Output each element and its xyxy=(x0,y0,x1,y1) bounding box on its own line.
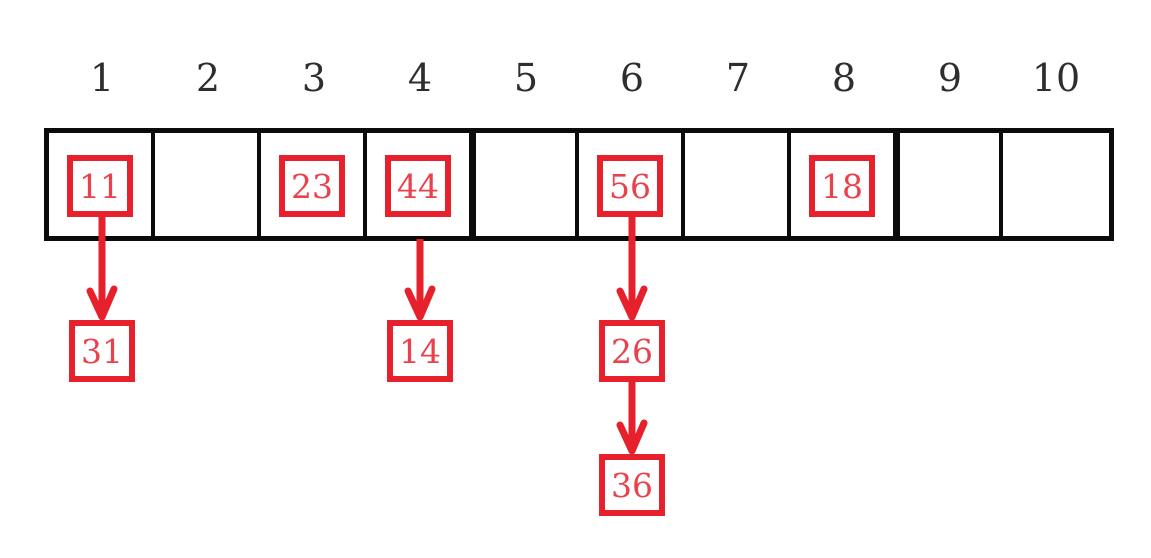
chain-node: 31 xyxy=(69,320,135,382)
slot-index-label: 10 xyxy=(1031,56,1081,100)
array-cell-3: 23 xyxy=(261,133,367,236)
array-cell-8: 18 xyxy=(791,133,897,236)
chain-node: 14 xyxy=(387,320,453,382)
chain-node: 26 xyxy=(599,320,665,382)
value-box: 11 xyxy=(67,155,133,217)
array-cell-1: 11 xyxy=(49,133,155,236)
slot-index-label: 8 xyxy=(831,56,857,100)
value-box: 18 xyxy=(809,155,875,217)
slot-index-label: 3 xyxy=(301,56,327,100)
value-box: 44 xyxy=(385,155,451,217)
array-cell-7 xyxy=(685,133,791,236)
array-cell-2 xyxy=(155,133,261,236)
slot-index-label: 6 xyxy=(619,56,645,100)
array-cell-6: 56 xyxy=(579,133,685,236)
slot-index-label: 2 xyxy=(195,56,221,100)
slot-index-label: 9 xyxy=(937,56,963,100)
slot-index-label: 4 xyxy=(407,56,433,100)
array-cell-9 xyxy=(897,133,1003,236)
slot-index-label: 5 xyxy=(513,56,539,100)
chain-node: 36 xyxy=(599,454,665,516)
hash-table-array: 11 23 44 56 18 xyxy=(44,128,1114,241)
value-box: 56 xyxy=(597,155,663,217)
slot-index-label: 1 xyxy=(89,56,115,100)
array-cell-5 xyxy=(473,133,579,236)
chain-arrow xyxy=(616,378,648,455)
array-cell-10 xyxy=(1003,133,1109,236)
value-box: 23 xyxy=(279,155,345,217)
slot-index-label: 7 xyxy=(725,56,751,100)
array-cell-4: 44 xyxy=(367,133,473,236)
